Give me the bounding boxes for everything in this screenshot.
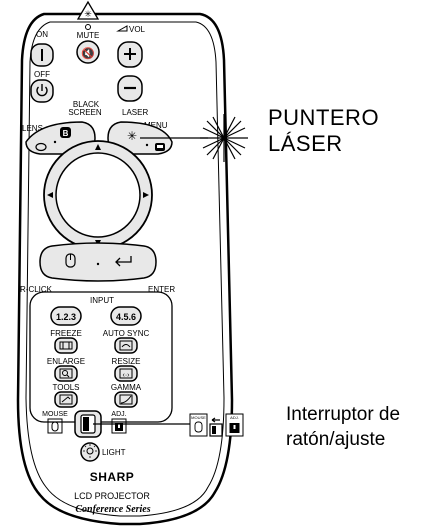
svg-text:ADJ.: ADJ. bbox=[230, 415, 239, 420]
freeze-button[interactable] bbox=[54, 337, 78, 354]
mute-label: MUTE bbox=[77, 31, 100, 40]
on-label: ON bbox=[36, 30, 48, 39]
menu-button-icon: ✳ bbox=[127, 129, 165, 151]
freeze-icon bbox=[59, 341, 73, 350]
rclick-enter-button[interactable] bbox=[39, 242, 157, 282]
auto-sync-icon bbox=[119, 340, 133, 351]
off-button[interactable] bbox=[30, 79, 54, 103]
menu-label: MENU bbox=[144, 121, 168, 130]
r-click-label: R-CLICK bbox=[20, 285, 53, 294]
power-icon bbox=[36, 84, 48, 97]
lens-label: LENS bbox=[22, 124, 43, 133]
auto-sync-label: AUTO SYNC bbox=[103, 329, 150, 338]
input-label: INPUT bbox=[90, 296, 114, 305]
gamma-icon bbox=[119, 394, 133, 405]
vol-plus-icon bbox=[124, 48, 136, 60]
vol-plus-button[interactable] bbox=[117, 41, 143, 68]
enlarge-icon bbox=[59, 368, 73, 379]
mute-icon: 🔇 bbox=[81, 47, 95, 60]
resize-label: RESIZE bbox=[112, 357, 141, 366]
svg-text:MOUSE: MOUSE bbox=[191, 415, 206, 420]
svg-text:B: B bbox=[63, 129, 69, 138]
mouse-adjust-switch[interactable] bbox=[74, 410, 102, 438]
svg-text:‹·›: ‹·› bbox=[123, 372, 131, 379]
series-label: Conference Series bbox=[75, 504, 150, 515]
laser-pointer-callout: PUNTERO LÁSER bbox=[268, 105, 380, 156]
input-1-button[interactable]: 1.2.3 bbox=[50, 306, 82, 326]
dpad[interactable] bbox=[43, 140, 153, 250]
enlarge-label: ENLARGE bbox=[47, 357, 85, 366]
svg-text:✳: ✳ bbox=[127, 129, 137, 143]
enter-arrow-icon bbox=[115, 256, 132, 267]
vol-minus-button[interactable] bbox=[117, 75, 143, 102]
gamma-button[interactable] bbox=[114, 391, 138, 408]
svg-text:1.2.3: 1.2.3 bbox=[56, 312, 76, 322]
off-label: OFF bbox=[34, 70, 50, 79]
enter-label: ENTER bbox=[148, 285, 175, 294]
freeze-label: FREEZE bbox=[50, 329, 82, 338]
auto-sync-button[interactable] bbox=[114, 337, 138, 354]
enlarge-button[interactable] bbox=[54, 365, 78, 382]
light-button[interactable] bbox=[80, 442, 100, 462]
on-button[interactable] bbox=[30, 43, 54, 67]
tools-label: TOOLS bbox=[53, 383, 80, 392]
adj-label: ADJ. bbox=[111, 411, 126, 418]
svg-text:4.5.6: 4.5.6 bbox=[116, 312, 136, 322]
mouse-mode-icon bbox=[47, 418, 63, 434]
vol-label: VOL bbox=[129, 25, 146, 34]
mute-button[interactable]: 🔇 bbox=[76, 40, 100, 64]
tools-button[interactable] bbox=[54, 391, 78, 408]
svg-text:✳: ✳ bbox=[84, 9, 92, 19]
gamma-label: GAMMA bbox=[111, 383, 142, 392]
laser-label: LASER bbox=[122, 108, 148, 117]
resize-icon: ‹·› bbox=[119, 368, 133, 379]
lens-button-icon: B bbox=[35, 127, 71, 152]
switch-detail-icon: MOUSE ADJ. bbox=[189, 413, 244, 437]
black-screen-label-2: SCREEN bbox=[68, 108, 102, 117]
remote-inner-outline bbox=[25, 21, 225, 517]
light-icon bbox=[83, 444, 97, 458]
black-screen-label-1: BLACK bbox=[73, 100, 100, 109]
model-label: LCD PROJECTOR bbox=[74, 491, 150, 501]
mute-indicator bbox=[85, 24, 91, 30]
laser-warning-icon: ✳ bbox=[76, 0, 100, 20]
laser-burst-icon bbox=[200, 114, 248, 162]
mouse-adjust-switch-callout: Interruptor de ratón/ajuste bbox=[286, 404, 401, 450]
vol-wedge-icon bbox=[116, 25, 128, 32]
mouse-icon bbox=[65, 253, 76, 268]
resize-button[interactable]: ‹·› bbox=[114, 365, 138, 382]
input-2-button[interactable]: 4.5.6 bbox=[110, 306, 142, 326]
brand-logo: SHARP bbox=[90, 470, 135, 484]
mouse-label: MOUSE bbox=[42, 411, 68, 418]
light-label: LIGHT bbox=[102, 448, 126, 457]
tools-icon bbox=[59, 394, 73, 405]
adj-mode-icon bbox=[111, 418, 127, 434]
